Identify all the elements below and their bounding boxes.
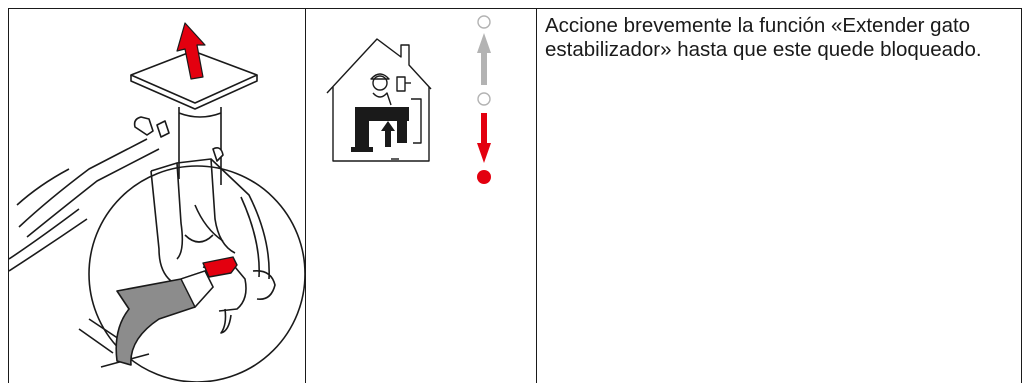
illustration-cell [8,8,306,383]
instruction-text: Accione brevemente la función «Extender … [545,14,982,61]
stabilizer-lock-illustration [9,22,305,382]
table-top-border [8,8,1022,9]
extend-stabilizer-control-icon [326,38,432,162]
direction-indicator-icon [477,15,491,184]
instruction-cell [537,8,1022,383]
control-symbol-cell [306,8,537,383]
